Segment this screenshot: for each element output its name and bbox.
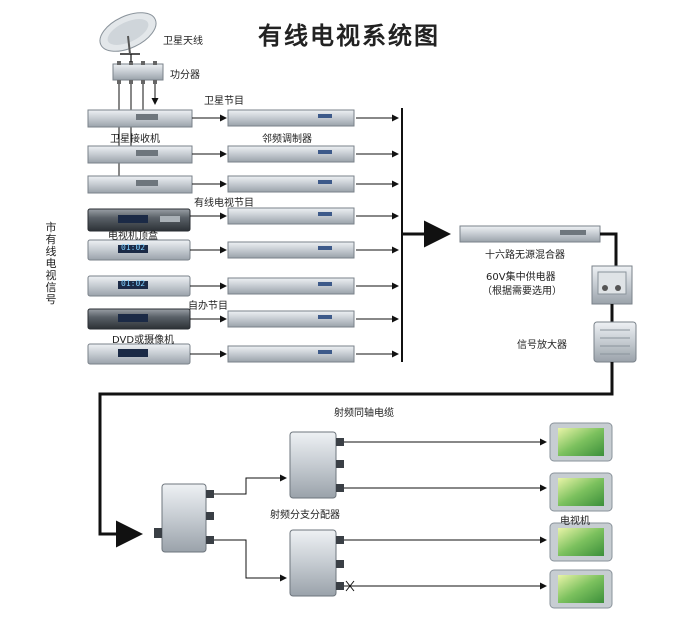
label-satellite-programs: 卫星节目	[204, 96, 244, 107]
main-splitter-icon	[154, 483, 214, 553]
dvd-player-2	[87, 343, 191, 365]
page-title: 有线电视系统图	[258, 22, 440, 50]
tap-splitter-2	[289, 529, 344, 597]
label-power-supply-note: （根据需要选用）	[482, 286, 562, 297]
tv-icon-1	[549, 422, 613, 462]
label-cable-programs: 有线电视节目	[194, 198, 254, 209]
label-coax-cable: 射频同轴电缆	[334, 408, 394, 419]
tv-icon-2	[549, 472, 613, 512]
label-own-programs: 自办节目	[188, 301, 228, 312]
dvd-player-1	[87, 308, 191, 330]
label-city-cable-signal: 市有线电视信号	[45, 221, 57, 306]
set-top-box-1	[87, 208, 191, 232]
satellite-receiver-3	[87, 175, 193, 194]
source-arrows	[190, 114, 227, 358]
label-set-top-box: 电视机顶盒	[108, 231, 158, 242]
drop-cables	[344, 438, 547, 590]
power-supply-icon	[591, 265, 633, 305]
terminator-icon	[345, 580, 355, 592]
tap-splitter-1	[289, 431, 344, 499]
stb-display-2: 01:02	[121, 279, 146, 288]
label-power-splitter: 功分器	[170, 70, 200, 81]
label-splitter: 射频分支分配器	[270, 510, 340, 521]
amplifier-icon	[593, 321, 637, 363]
label-adjacent-modulator: 邻频调制器	[262, 134, 312, 145]
label-dvd-camera: DVD或摄像机	[112, 335, 175, 346]
label-satellite-antenna: 卫星天线	[163, 36, 203, 47]
modulator-arrows	[356, 114, 399, 358]
label-combiner: 十六路无源混合器	[485, 250, 565, 261]
stb-display-1: 01:02	[121, 243, 146, 252]
power-splitter-icon	[112, 61, 164, 84]
label-amplifier: 信号放大器	[517, 340, 567, 351]
label-satellite-receiver: 卫星接收机	[110, 134, 160, 145]
combiner-icon	[459, 225, 601, 243]
label-power-supply: 60V集中供电器	[486, 272, 556, 283]
satellite-dish-icon	[99, 12, 157, 55]
satellite-receiver-1	[87, 109, 193, 128]
modulator-stack	[227, 109, 355, 363]
trunk-cable	[98, 362, 614, 548]
tv-icon-4	[549, 569, 613, 609]
label-tv: 电视机	[560, 516, 590, 527]
tv-icon-3	[549, 522, 613, 562]
satellite-receiver-2	[87, 145, 193, 164]
